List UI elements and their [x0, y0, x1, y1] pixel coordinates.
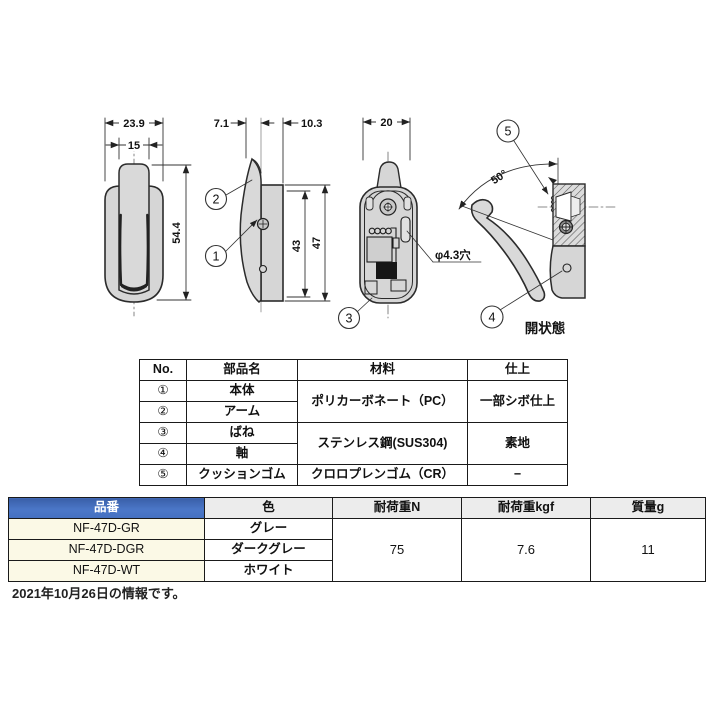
product-part-no-3: NF-47D-WT — [8, 560, 205, 582]
back-slot-hole — [400, 216, 411, 243]
callout-3-label: 3 — [346, 312, 353, 326]
finish-group-3: − — [467, 464, 568, 486]
product-row-1: NF-47D-GR グレー 75 7.6 11 — [8, 518, 706, 582]
callout-5 — [496, 119, 520, 143]
dim-front-inner-width-label: 15 — [128, 140, 140, 152]
part-no-5: ⑤ — [139, 464, 187, 486]
callout-5-label: 5 — [505, 125, 512, 139]
part-name-5: クッションゴム — [186, 464, 298, 486]
side-arm — [239, 157, 262, 304]
dim-side-inner-height — [286, 190, 311, 298]
part-no-1: ① — [139, 380, 187, 402]
product-header-row: 品番 色 耐荷重N 耐荷重kgf 質量g — [8, 497, 706, 519]
part-no-2: ② — [139, 401, 187, 423]
parts-header-finish: 仕上 — [467, 359, 568, 381]
open-state-view: 50° 5 4 開状態 — [458, 119, 619, 336]
material-group-1: ポリカーボネート（PC） — [297, 380, 468, 423]
product-load-n: 75 — [332, 518, 462, 582]
parts-header-no: No. — [139, 359, 187, 381]
dim-side-height-label: 47 — [311, 237, 323, 249]
product-header-mass: 質量g — [590, 497, 706, 519]
material-group-2: ステンレス鋼(SUS304) — [297, 422, 468, 465]
dim-back-width-label: 20 — [380, 117, 392, 129]
hole-note-label: φ4.3穴 — [435, 248, 471, 262]
front-view: 23.9 15 54.4 — [104, 117, 192, 317]
parts-header-row: No. 部品名 材料 仕上 — [139, 359, 568, 381]
callout-4-label: 4 — [489, 311, 496, 325]
product-header-part-no: 品番 — [8, 497, 205, 519]
part-no-4: ④ — [139, 443, 187, 465]
open-angle-label: 50° — [489, 168, 509, 187]
finish-group-2: 素地 — [467, 422, 568, 465]
callout-4 — [480, 305, 504, 329]
open-hole — [562, 263, 572, 273]
product-part-no-1: NF-47D-GR — [8, 518, 205, 540]
finish-group-1: 一部シボ仕上 — [467, 380, 568, 423]
parts-row-3: ③ ばね ステンレス鋼(SUS304) 素地 — [139, 422, 568, 465]
side-view: 2 1 7.1 10.3 43 — [204, 117, 331, 313]
open-cushion-pocket — [555, 191, 572, 222]
dim-side-back-depth-label: 10.3 — [301, 118, 322, 130]
product-load-kgf: 7.6 — [461, 518, 591, 582]
product-part-no-2: NF-47D-DGR — [8, 539, 205, 561]
callout-1 — [204, 244, 228, 268]
part-name-4: 軸 — [186, 443, 298, 465]
open-angle-arc — [458, 160, 558, 210]
side-plate — [260, 184, 284, 302]
product-color-1: グレー — [204, 518, 333, 540]
callout-2 — [204, 187, 228, 211]
product-color-2: ダークグレー — [204, 539, 333, 561]
dim-side-front-depth-label: 7.1 — [214, 118, 229, 130]
product-header-color: 色 — [204, 497, 333, 519]
side-hole — [258, 264, 268, 274]
back-top-bump — [376, 161, 402, 189]
parts-row-1: ① 本体 ポリカーボネート（PC） 一部シボ仕上 — [139, 380, 568, 423]
parts-row-2: ② アーム — [139, 401, 568, 423]
product-row-3: NF-47D-WT ホワイト — [8, 560, 706, 582]
part-no-3: ③ — [139, 422, 187, 444]
product-header-load-n: 耐荷重N — [332, 497, 462, 519]
dim-side-height — [284, 184, 331, 302]
callout-3 — [337, 306, 361, 330]
parts-table: No. 部品名 材料 仕上 ① 本体 ポリカーボネート（PC） 一部シボ仕上 ②… — [139, 359, 568, 486]
dim-front-width-label: 23.9 — [123, 118, 144, 130]
dim-front-height — [151, 164, 192, 301]
parts-header-name: 部品名 — [186, 359, 298, 381]
dim-side-inner-height-label: 43 — [291, 240, 303, 252]
material-group-3: クロロプレンゴム（CR） — [297, 464, 468, 486]
back-view: 20 φ4.3穴 3 — [337, 116, 482, 330]
callout-1-label: 1 — [213, 250, 220, 264]
product-color-3: ホワイト — [204, 560, 333, 582]
product-table: 品番 色 耐荷重N 耐荷重kgf 質量g NF-47D-GR グレー 75 7.… — [8, 497, 706, 582]
footer-note: 2021年10月26日の情報です。 — [12, 586, 186, 601]
dim-front-height-label: 54.4 — [171, 221, 183, 243]
callout-2-label: 2 — [213, 193, 220, 207]
parts-row-4: ④ 軸 — [139, 443, 568, 465]
part-name-2: アーム — [186, 401, 298, 423]
product-mass-g: 11 — [590, 518, 706, 582]
dim-side-depths — [230, 117, 299, 184]
open-state-label: 開状態 — [525, 320, 566, 336]
dim-front-inner-width — [105, 137, 163, 160]
front-arm-tongue — [118, 163, 150, 295]
product-header-load-kgf: 耐荷重kgf — [461, 497, 591, 519]
open-arm — [470, 198, 546, 302]
parts-row-5: ⑤ クッションゴム クロロプレンゴム（CR） − — [139, 464, 568, 486]
front-tip-band — [121, 283, 147, 292]
parts-header-material: 材料 — [297, 359, 468, 381]
technical-drawings: 23.9 15 54.4 — [104, 116, 619, 336]
part-name-1: 本体 — [186, 380, 298, 402]
back-spring — [368, 227, 400, 263]
part-name-3: ばね — [186, 422, 298, 444]
